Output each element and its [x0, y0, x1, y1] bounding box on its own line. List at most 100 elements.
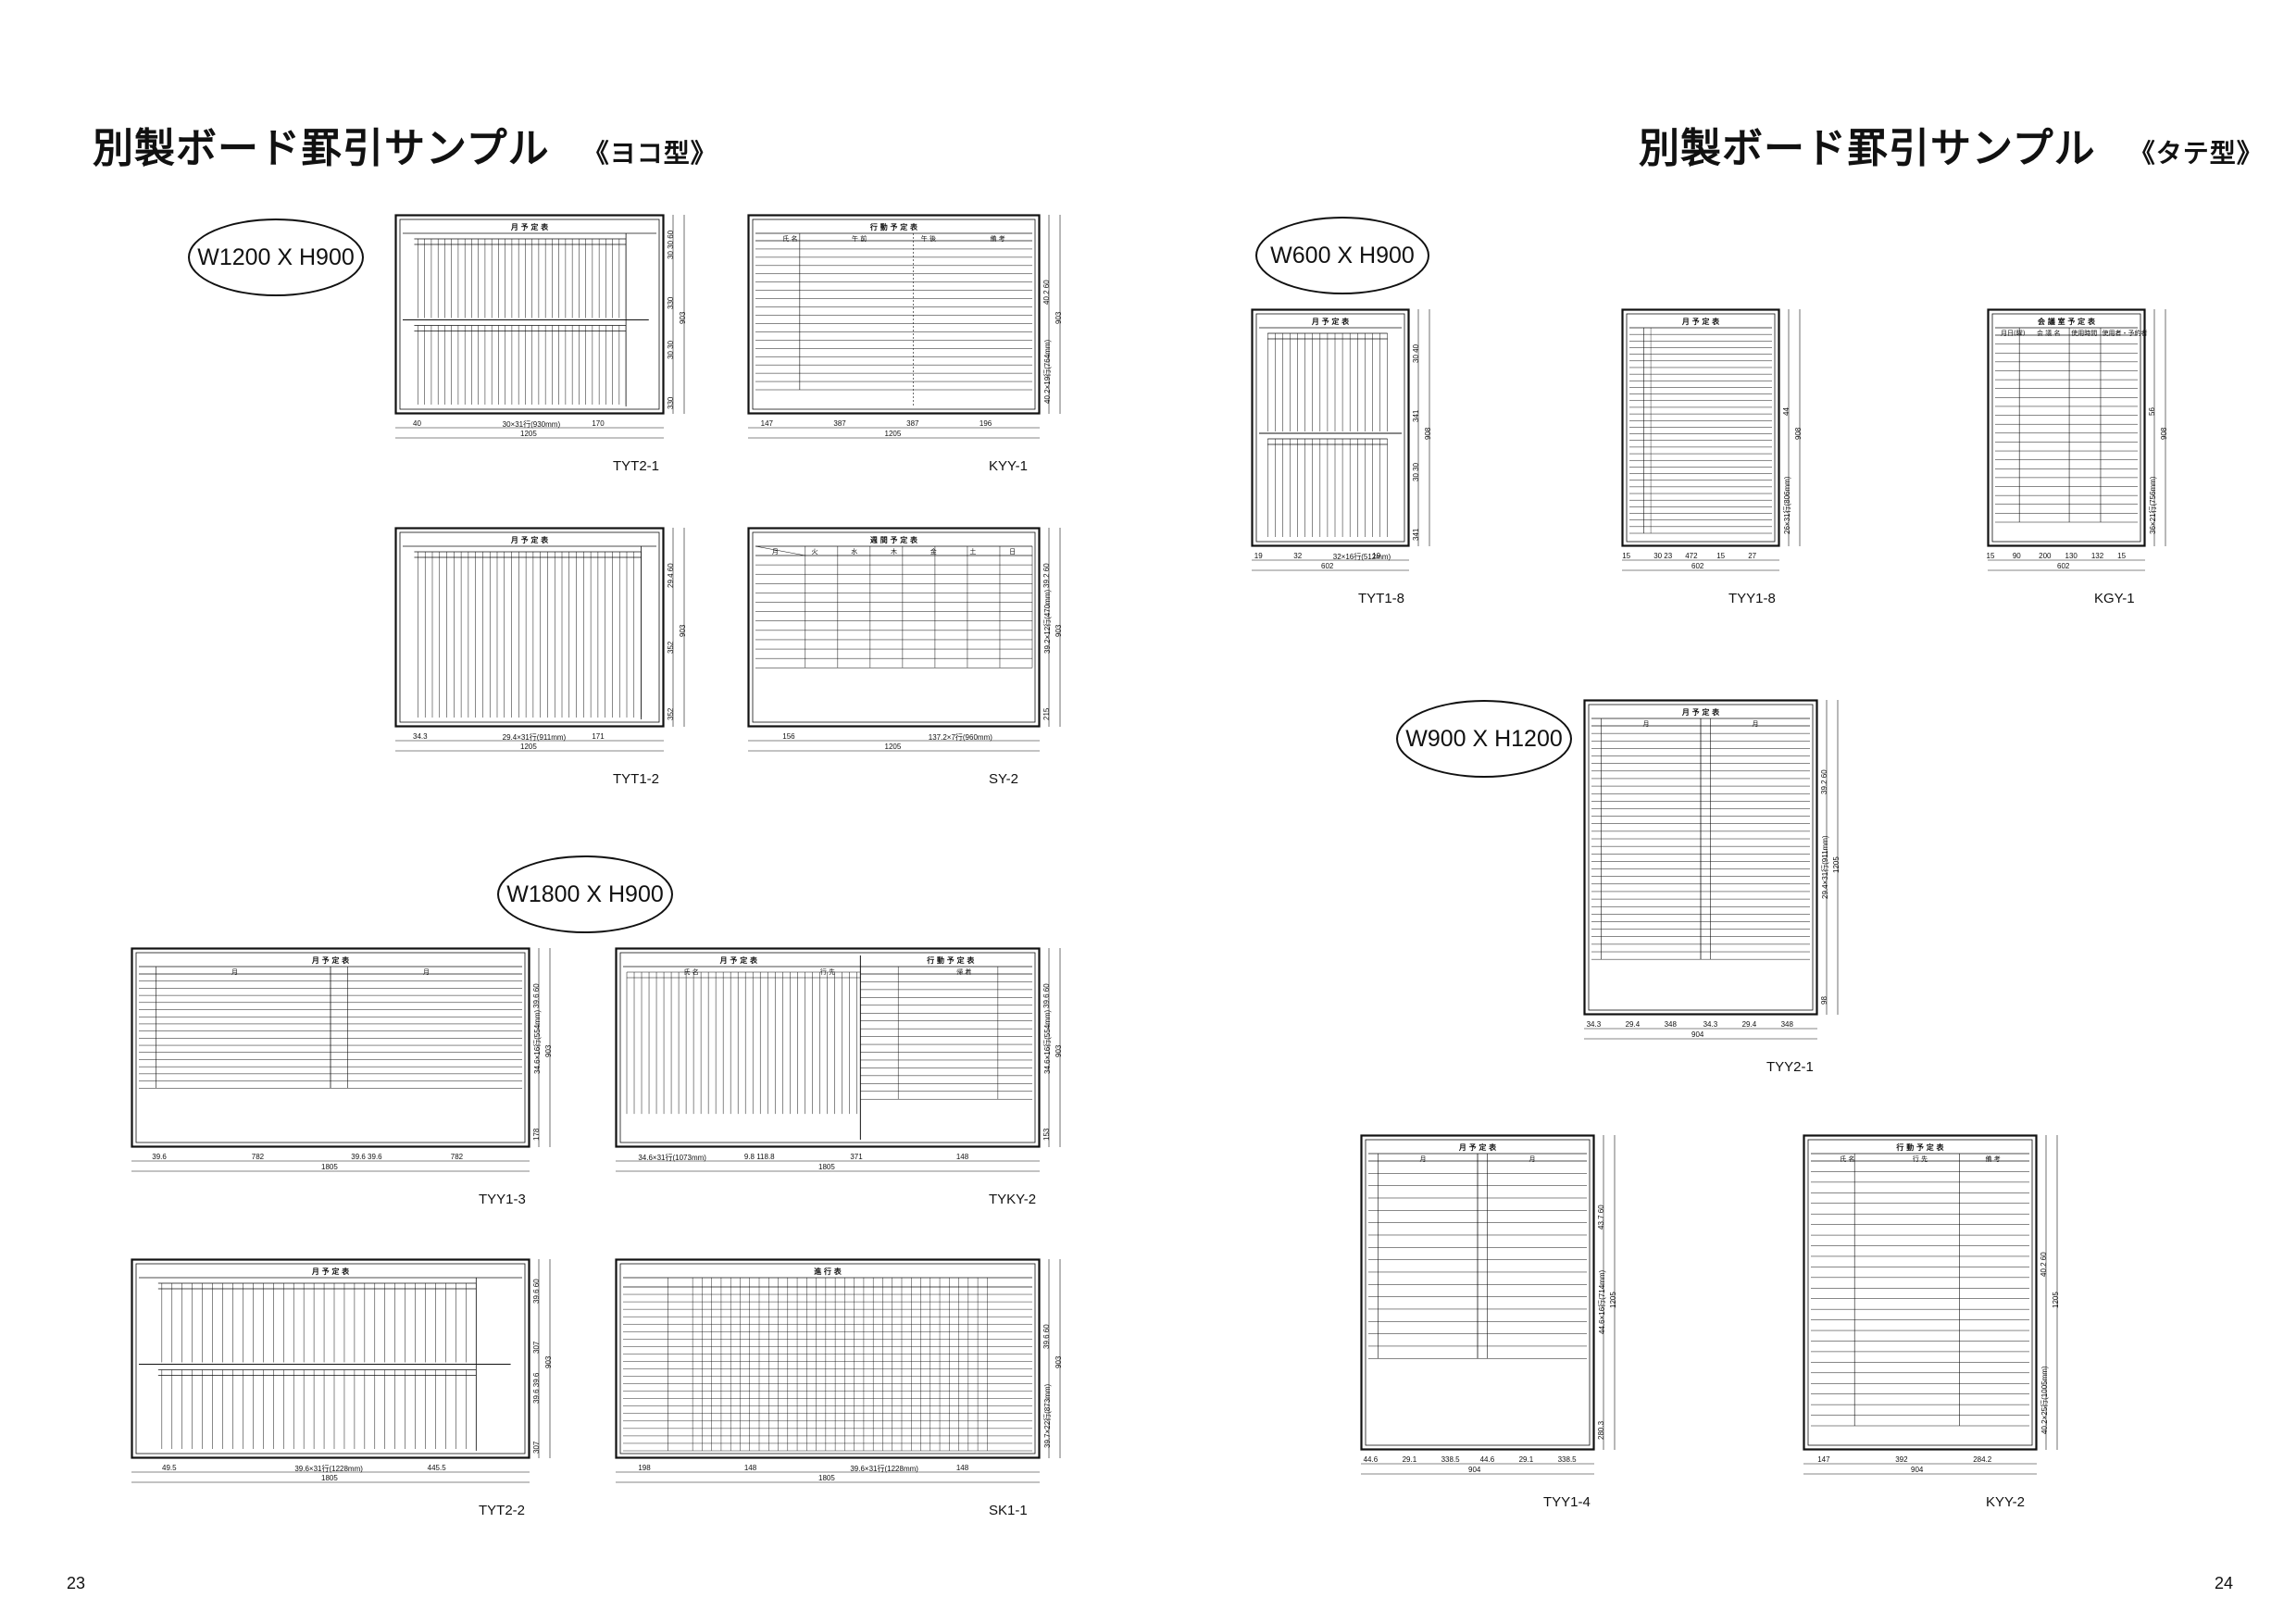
dimension-label: 32×16行(512mm) — [1332, 553, 1391, 561]
column-header: 月 — [1529, 1155, 1536, 1163]
size-label-w1200: W1200 X H900 — [188, 218, 364, 296]
dimension-label: 30 23 — [1653, 552, 1673, 560]
frame — [619, 1263, 1036, 1454]
total-width-label: 1805 — [818, 1163, 835, 1171]
dimension-label: 338.5 — [1557, 1455, 1577, 1464]
dimension-label: 39.2×12行(470mm) — [1043, 590, 1052, 655]
dimension-label: 153 — [1042, 1128, 1051, 1141]
model-code: KGY-1 — [2094, 591, 2135, 606]
column-header: 午 後 — [920, 235, 936, 243]
dimension-label: 148 — [955, 1153, 969, 1161]
column-header: 月 — [771, 548, 779, 556]
dimension-label: 34.6×16行(554mm) — [533, 1010, 542, 1075]
column-header: 木 — [890, 548, 897, 556]
column-header: 使用者・予約者 — [2102, 330, 2148, 337]
dimension-label: 137.2×7行(960mm) — [928, 733, 992, 742]
board-title: 月 予 定 表 — [1681, 318, 1720, 326]
dimension-label: 49.5 — [162, 1464, 177, 1472]
total-height-label: 1205 — [1832, 856, 1841, 873]
dimension-label: 198 — [638, 1464, 651, 1472]
board-drawing — [1251, 308, 1430, 571]
model-code: TYT1-8 — [1358, 591, 1405, 606]
dimension-label: 782 — [251, 1153, 265, 1161]
dimension-label: 30 30 — [667, 340, 675, 359]
column-header: 使用時間 — [2071, 330, 2098, 337]
column-header: 土 — [969, 548, 977, 556]
dimension-label: 40.2×19行(764mm) — [1043, 340, 1052, 405]
dimension-label: 472 — [1685, 552, 1698, 560]
page-number-right: 24 — [2215, 1574, 2234, 1592]
model-code: SY-2 — [989, 771, 1018, 787]
dimension-label: 782 — [450, 1153, 464, 1161]
left-title-subtitle: 《ヨコ型》 — [582, 138, 718, 169]
board-drawing — [747, 214, 1061, 439]
total-height-label: 903 — [1054, 1355, 1063, 1369]
dimension-label: 156 — [782, 732, 795, 741]
rule-line — [755, 545, 805, 556]
board-title: 月 予 定 表 — [719, 956, 757, 965]
dimension-label: 341 — [1412, 409, 1420, 422]
board-title: 月 予 定 表 — [1311, 318, 1350, 326]
total-width-label: 1205 — [884, 743, 902, 751]
dimension-label: 30 40 — [1412, 343, 1420, 363]
frame — [131, 1258, 530, 1459]
total-width-label: 602 — [1691, 562, 1704, 570]
total-width-label: 1805 — [818, 1474, 835, 1482]
dimension-label: 30 30 60 — [667, 231, 675, 260]
dimension-label: 39.2 60 — [1042, 562, 1051, 588]
column-header: 日 — [1009, 548, 1017, 556]
frame — [1621, 308, 1780, 547]
dimension-label: 19 — [1254, 552, 1263, 560]
model-code: TYT2-1 — [613, 458, 660, 474]
dimension-label: 39.6 60 — [1042, 982, 1051, 1008]
dimension-label: 387 — [906, 419, 919, 428]
total-width-label: 1205 — [884, 430, 902, 438]
column-header: 月 — [1642, 720, 1650, 728]
board-drawing — [131, 947, 551, 1172]
frame — [747, 527, 1041, 728]
board-drawing — [1987, 308, 2166, 571]
dimension-label: 34.3 — [1703, 1020, 1718, 1029]
dimension-label: 307 — [532, 1341, 541, 1355]
dimension-label: 40.2 60 — [2040, 1252, 2048, 1277]
frame — [1583, 699, 1818, 1016]
total-width-label: 602 — [1321, 562, 1334, 570]
dimension-label: 44.6 — [1363, 1455, 1379, 1464]
left-title-text: 別製ボード罫引サンプル — [93, 125, 550, 172]
dimension-label: 39.6 — [152, 1153, 167, 1161]
dimension-label: 196 — [979, 419, 992, 428]
dimension-label: 40 — [413, 419, 421, 428]
column-header: 午 前 — [852, 235, 867, 243]
frame — [1987, 308, 2146, 547]
dimension-label: 40.2×25行(1005mm) — [2040, 1366, 2049, 1434]
column-header: 帰 着 — [956, 968, 972, 976]
dimension-label: 30×31行(930mm) — [502, 420, 561, 429]
frame — [615, 1258, 1041, 1459]
board-drawing — [394, 527, 685, 752]
model-code: TYY1-4 — [1543, 1494, 1591, 1510]
frame — [1626, 313, 1776, 543]
dimension-label: 34.3 — [413, 732, 428, 741]
dimension-label: 39.6 60 — [532, 1279, 541, 1305]
dimension-label: 29.4 — [1625, 1020, 1641, 1029]
column-header: 月日(曜) — [2001, 330, 2026, 337]
model-code: TYKY-2 — [989, 1192, 1037, 1207]
total-width-label: 1205 — [520, 430, 537, 438]
dimension-label: 148 — [743, 1464, 757, 1472]
dimension-label: 98 — [1820, 995, 1828, 1005]
frame — [747, 214, 1041, 415]
frame — [399, 531, 660, 723]
dimension-label: 44.6 — [1479, 1455, 1495, 1464]
frame — [399, 218, 660, 410]
column-header: 月 — [423, 968, 430, 976]
size-label-w1800: W1800 X H900 — [497, 855, 673, 933]
frame — [1991, 313, 2141, 543]
board-drawing — [394, 214, 685, 439]
board-title: 月 予 定 表 — [1681, 708, 1720, 717]
board-title: 会 議 室 予 定 表 — [2038, 318, 2095, 326]
board-drawing — [615, 1258, 1061, 1483]
